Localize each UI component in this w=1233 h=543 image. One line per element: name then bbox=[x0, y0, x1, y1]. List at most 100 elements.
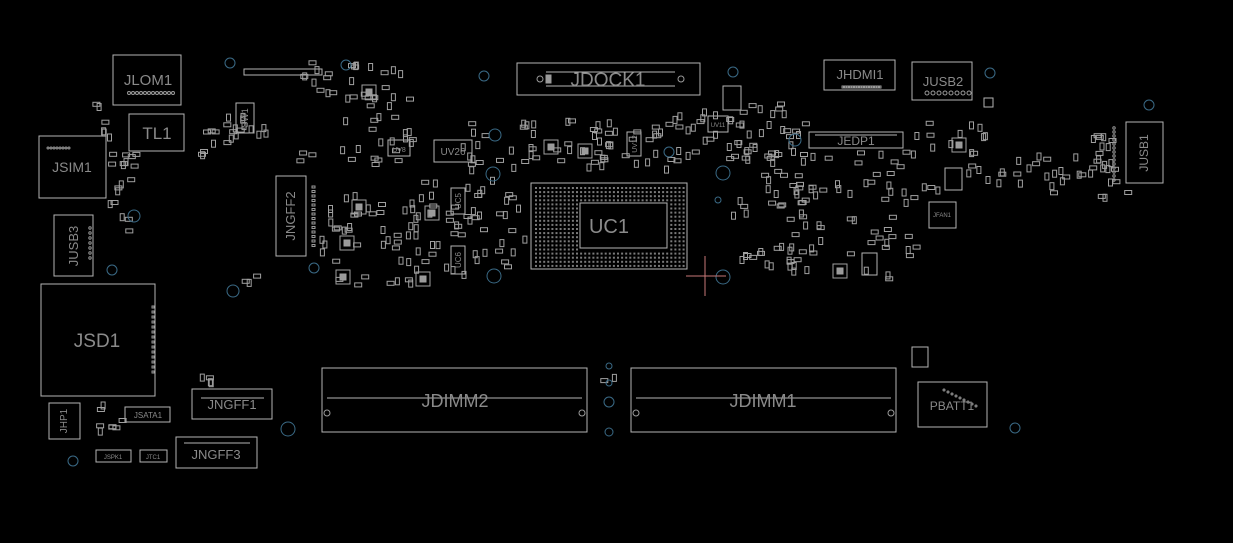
pad bbox=[97, 427, 103, 436]
jspk1-outline[interactable] bbox=[95, 449, 132, 463]
bga-ball bbox=[551, 228, 554, 230]
qfn-pad bbox=[581, 147, 589, 155]
bga-ball bbox=[600, 195, 603, 198]
uc6-outline[interactable] bbox=[450, 245, 466, 275]
pad bbox=[124, 216, 133, 222]
pad bbox=[1076, 170, 1082, 179]
bga-ball bbox=[625, 191, 628, 194]
bga-ball bbox=[678, 223, 681, 226]
bga-ball bbox=[551, 240, 554, 243]
jngff2-outline[interactable] bbox=[275, 175, 307, 257]
pad bbox=[125, 228, 134, 234]
bga-ball bbox=[592, 252, 595, 255]
tl1-outline[interactable] bbox=[128, 113, 185, 152]
bga-ball bbox=[666, 252, 669, 255]
pad bbox=[796, 131, 801, 139]
pin bbox=[151, 320, 155, 324]
uv26-outline[interactable] bbox=[433, 139, 473, 163]
bga-ball bbox=[600, 199, 603, 202]
pad bbox=[1090, 135, 1096, 143]
bga-ball bbox=[539, 203, 542, 206]
uv8-outline[interactable] bbox=[387, 139, 411, 157]
jsata1-outline[interactable] bbox=[124, 406, 171, 423]
pad bbox=[410, 205, 416, 214]
jusb1-outline[interactable] bbox=[1125, 121, 1164, 184]
jsim1-outline[interactable] bbox=[38, 135, 107, 199]
bga-ball bbox=[617, 260, 619, 263]
pad bbox=[676, 147, 682, 155]
bga-ball bbox=[588, 187, 591, 189]
bga-ball bbox=[670, 228, 673, 230]
bga-ball bbox=[670, 264, 673, 267]
bga-ball bbox=[670, 223, 673, 226]
label-jusb3: JUSB3 bbox=[66, 226, 81, 266]
pad bbox=[531, 120, 537, 129]
pad bbox=[1093, 158, 1102, 164]
jdock1-outline[interactable] bbox=[516, 62, 701, 96]
pbatt1-outline[interactable] bbox=[917, 381, 988, 428]
pin bbox=[942, 388, 946, 392]
label-uv8: UV8 bbox=[392, 147, 406, 154]
pad bbox=[595, 121, 601, 130]
pad bbox=[653, 149, 659, 158]
jusb2-outline[interactable] bbox=[911, 61, 973, 101]
pin bbox=[151, 355, 155, 359]
bga-ball bbox=[641, 187, 644, 189]
jfan1-outline[interactable] bbox=[928, 201, 957, 229]
pad bbox=[404, 277, 413, 283]
bga-ball bbox=[600, 264, 603, 267]
jtc1-outline[interactable] bbox=[139, 449, 168, 463]
qfn-pad bbox=[955, 141, 963, 149]
bga-ball bbox=[563, 207, 566, 210]
pin bbox=[311, 230, 316, 234]
pad bbox=[872, 171, 881, 177]
uc5-outline[interactable] bbox=[450, 187, 466, 215]
uc1-outline[interactable] bbox=[530, 182, 688, 270]
bga-ball bbox=[678, 240, 681, 243]
uc1-die bbox=[579, 202, 668, 249]
pin bbox=[311, 226, 316, 229]
via bbox=[106, 264, 118, 276]
bga-ball bbox=[600, 187, 603, 189]
jlom1-outline[interactable] bbox=[112, 54, 182, 106]
sw1-outline[interactable] bbox=[235, 102, 255, 134]
bga-ball bbox=[567, 223, 570, 226]
pad bbox=[778, 202, 787, 208]
bga-ball bbox=[588, 252, 591, 255]
bga-ball bbox=[625, 187, 628, 189]
bga-ball bbox=[539, 228, 542, 230]
pin bbox=[1112, 150, 1116, 154]
qfn-ic bbox=[415, 271, 431, 287]
jhdmi1-outline[interactable] bbox=[823, 59, 896, 91]
jngff3-outline[interactable] bbox=[175, 436, 258, 469]
bga-ball bbox=[576, 260, 578, 263]
pad bbox=[846, 216, 855, 222]
jngff1-outline[interactable] bbox=[191, 388, 273, 420]
jusb3-outline[interactable] bbox=[53, 214, 94, 277]
pad bbox=[905, 253, 914, 259]
jsd1-outline[interactable] bbox=[40, 283, 156, 397]
pad bbox=[870, 229, 879, 235]
bga-ball bbox=[539, 207, 542, 210]
pad bbox=[302, 72, 308, 81]
pad bbox=[910, 150, 916, 159]
pad bbox=[798, 209, 804, 218]
pad bbox=[253, 273, 262, 279]
pad bbox=[731, 153, 739, 159]
pad bbox=[475, 160, 484, 165]
bga-ball bbox=[551, 219, 554, 222]
jedp1-outline[interactable] bbox=[808, 131, 904, 149]
jdimm1-outline[interactable] bbox=[630, 367, 897, 433]
bga-ball bbox=[596, 191, 599, 194]
pad bbox=[378, 202, 386, 207]
bga-ball bbox=[604, 256, 607, 259]
bga-ball bbox=[653, 264, 656, 267]
pad bbox=[809, 244, 815, 253]
jhp1-outline[interactable] bbox=[48, 402, 81, 440]
pad bbox=[354, 282, 363, 288]
jdimm2-outline[interactable] bbox=[321, 367, 588, 433]
bga-ball bbox=[682, 203, 685, 206]
pad bbox=[347, 223, 353, 231]
bga-ball bbox=[584, 260, 587, 263]
bga-ball bbox=[662, 199, 665, 202]
